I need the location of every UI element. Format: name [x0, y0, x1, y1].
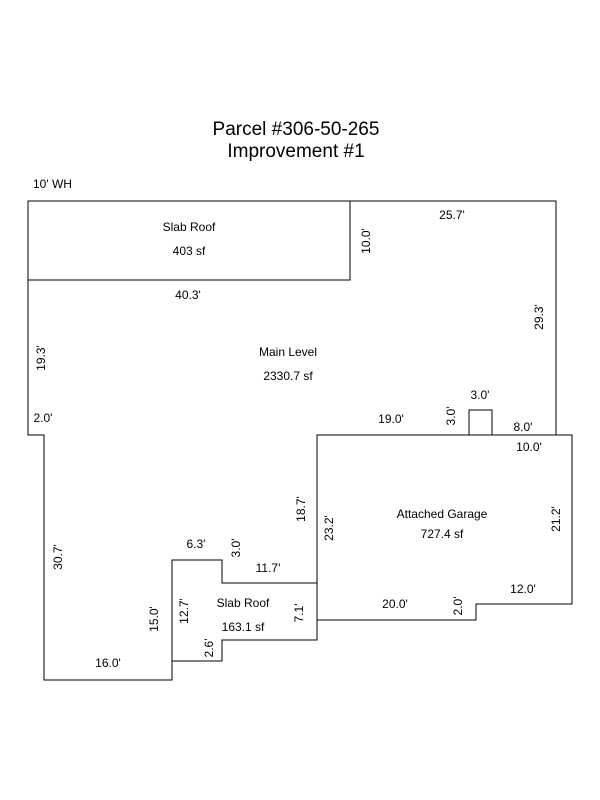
dim-10-0-garage: 10.0'	[516, 440, 542, 454]
dim-29-3: 29.3'	[532, 304, 546, 330]
slab-roof-top-area: 403 sf	[173, 244, 206, 258]
parcel-title: Parcel #306-50-265	[212, 119, 380, 140]
dim-2-0-left: 2.0'	[34, 411, 53, 425]
main-level-name: Main Level	[259, 345, 317, 359]
dim-2-0-garage: 2.0'	[451, 597, 465, 616]
dim-11-7: 11.7'	[256, 561, 281, 575]
dim-18-7: 18.7'	[294, 496, 308, 522]
dim-30-7: 30.7'	[51, 544, 65, 570]
dim-25-7: 25.7'	[439, 208, 465, 222]
dim-16-0: 16.0'	[95, 656, 121, 670]
dim-23-2: 23.2'	[322, 515, 336, 541]
slab-roof-bottom-area: 163.1 sf	[222, 620, 265, 634]
slab-roof-top-outline	[28, 201, 351, 281]
dim-3-0-bump-side: 3.0'	[444, 407, 458, 426]
dim-12-0: 12.0'	[510, 582, 536, 596]
dim-12-7: 12.7'	[177, 598, 191, 624]
dim-6-3: 6.3'	[187, 537, 206, 551]
dim-19-0: 19.0'	[378, 412, 404, 426]
slab-roof-bottom-name: Slab Roof	[217, 596, 270, 610]
dim-21-2: 21.2'	[549, 506, 563, 532]
dim-8-0: 8.0'	[514, 420, 533, 434]
dim-40-3: 40.3'	[175, 288, 201, 302]
dim-20-0: 20.0'	[382, 597, 408, 611]
attached-garage-name: Attached Garage	[397, 507, 488, 521]
slab-roof-bottom-outline	[172, 583, 318, 662]
dim-3-0-bump-top: 3.0'	[471, 388, 490, 402]
attached-garage-area: 727.4 sf	[421, 527, 464, 541]
dim-wall-height: 10' WH	[33, 177, 72, 191]
dim-15-0: 15.0'	[147, 606, 161, 632]
slab-roof-top-name: Slab Roof	[163, 220, 216, 234]
dim-7-1: 7.1'	[292, 604, 306, 623]
improvement-subtitle: Improvement #1	[227, 141, 365, 162]
dim-19-3: 19.3'	[34, 345, 48, 371]
dim-2-6: 2.6'	[202, 639, 216, 658]
dim-3-0-lower: 3.0'	[229, 539, 243, 558]
main-level-area: 2330.7 sf	[263, 369, 313, 383]
title-block: Parcel #306-50-265 Improvement #1	[0, 119, 592, 163]
dim-10-0-slab: 10.0'	[359, 228, 373, 254]
